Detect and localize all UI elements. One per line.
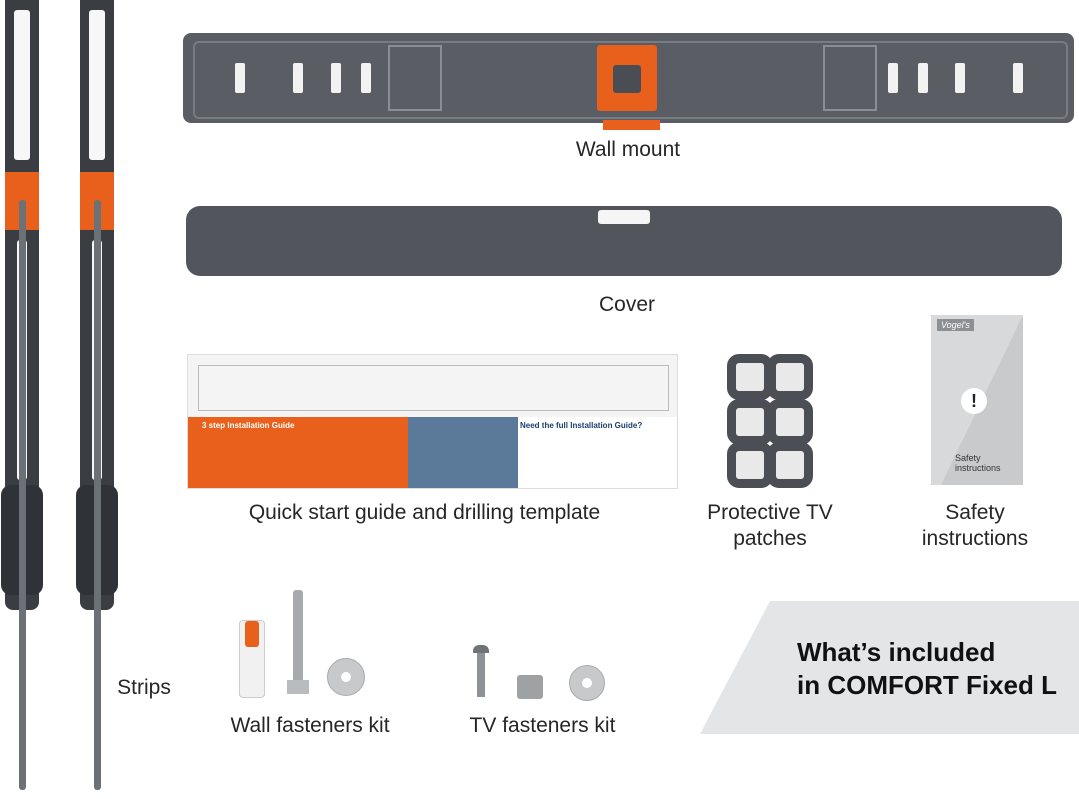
headline-panel [700, 601, 1079, 734]
wall-plug [239, 620, 265, 698]
patches-label-line1: Protective TV [707, 501, 833, 524]
guide-orange-panel: 3 step Installation Guide [188, 417, 408, 488]
safety-label-line1: Safety [945, 501, 1005, 524]
quick-start-label: Quick start guide and drilling template [248, 501, 601, 524]
patches-label-line2: patches [733, 527, 807, 550]
booklet-brand: Vogel's [937, 319, 974, 331]
cover-illustration [186, 206, 1062, 276]
spacer [517, 675, 543, 699]
strip-right-rod [94, 200, 101, 790]
mount-center-lock [597, 45, 657, 111]
strips-illustration [0, 0, 130, 799]
safety-label-line2: instructions [921, 527, 1029, 550]
strip-left-rod [19, 200, 26, 790]
headline-line2: in COMFORT Fixed L [797, 670, 1057, 700]
tv-fasteners-illustration [465, 645, 615, 701]
wall-mount-illustration [183, 33, 1074, 123]
safety-booklet-illustration: Vogel's ! Safety instructions [931, 315, 1023, 485]
exclamation-icon: ! [961, 388, 987, 414]
quick-start-guide-illustration: 3 step Installation Guide Need the full … [187, 354, 678, 489]
protective-patches-illustration [727, 354, 813, 488]
wall-mount-orange-tab [603, 120, 660, 130]
bolt [473, 645, 489, 653]
wall-fasteners-illustration [235, 590, 375, 700]
headline-line1: What’s included [797, 637, 996, 667]
strips-label: Strips [117, 676, 171, 699]
headline: What’s included in COMFORT Fixed L [797, 636, 1057, 702]
tv-fasteners-label: TV fasteners kit [469, 714, 616, 737]
cover-label: Cover [598, 293, 656, 316]
wall-mount-label: Wall mount [575, 138, 681, 161]
lag-screw [293, 590, 303, 690]
washer [327, 658, 365, 696]
wall-fasteners-label: Wall fasteners kit [230, 714, 390, 737]
tv-washer [569, 665, 605, 701]
